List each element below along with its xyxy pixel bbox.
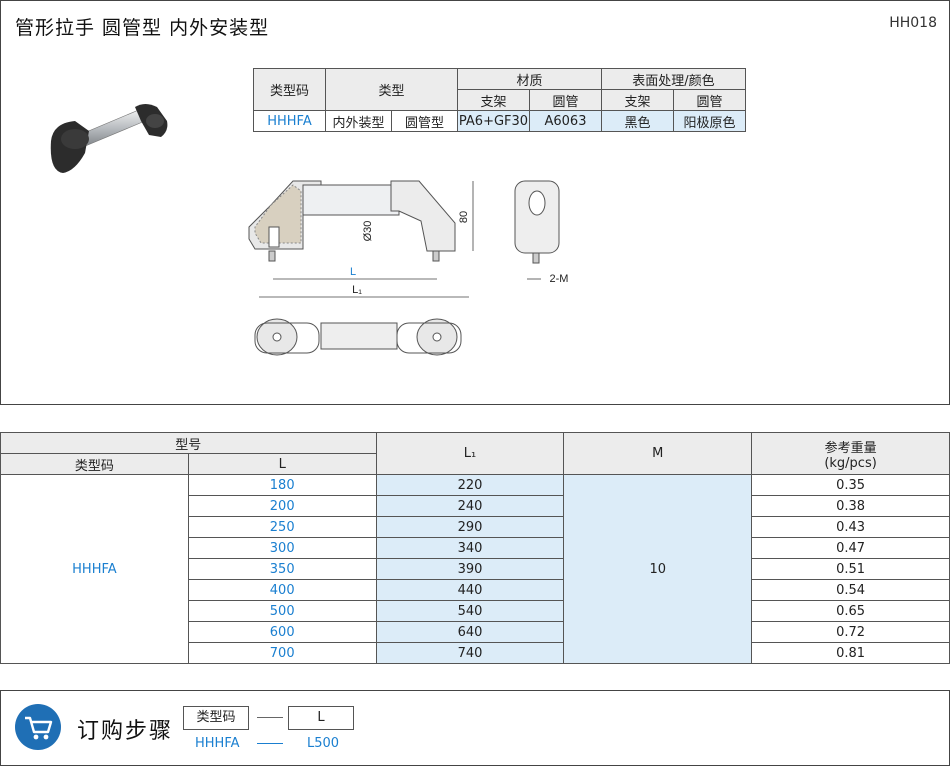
- cell-weight: 0.81: [751, 642, 950, 664]
- header-L: L: [187, 453, 377, 475]
- cell-type-code: HHHFA: [0, 474, 189, 664]
- cell-L: 300: [187, 537, 377, 559]
- order-title: 订购步骤: [77, 719, 174, 744]
- header-type-code: 类型码: [0, 453, 189, 475]
- spec-mat-bracket: PA6+GF30: [457, 110, 530, 132]
- cell-L: 700: [187, 642, 377, 664]
- spec-mat-tube: A6063: [529, 110, 602, 132]
- cell-weight: 0.54: [751, 579, 950, 601]
- cell-L1: 440: [375, 579, 565, 601]
- header-model: 型号: [0, 432, 377, 454]
- header-M: M: [563, 432, 753, 475]
- cell-L1: 340: [375, 537, 565, 559]
- cell-weight: 0.65: [751, 600, 950, 622]
- dim-thread: 2-M: [550, 273, 569, 285]
- order-box-L: L: [288, 706, 354, 730]
- cell-weight: 0.72: [751, 621, 950, 643]
- cell-L1: 390: [375, 558, 565, 580]
- cell-L1: 740: [375, 642, 565, 664]
- dim-height: 80: [458, 211, 470, 223]
- cell-L: 500: [187, 600, 377, 622]
- spec-header-surf-bracket: 支架: [601, 89, 674, 111]
- header-L1: L₁: [375, 432, 565, 475]
- order-example-separator: [257, 743, 283, 744]
- spec-surf-bracket: 黑色: [601, 110, 674, 132]
- order-steps-panel: 订购步骤 类型码 L HHHFA L500: [0, 690, 950, 766]
- spec-type-a: 内外装型: [325, 110, 392, 132]
- spec-header-type: 类型: [325, 68, 458, 111]
- spec-type-code: HHHFA: [253, 110, 326, 132]
- header-weight: 参考重量 (kg/pcs): [751, 432, 950, 475]
- order-example-L: L500: [307, 736, 340, 751]
- spec-header-type-code: 类型码: [253, 68, 326, 111]
- order-separator: [257, 717, 283, 718]
- cell-weight: 0.47: [751, 537, 950, 559]
- dim-diameter: Ø30: [362, 221, 374, 242]
- cell-L1: 220: [375, 474, 565, 496]
- cell-weight: 0.43: [751, 516, 950, 538]
- cell-L1: 540: [375, 600, 565, 622]
- spec-table: 类型码 类型 材质 表面处理/颜色 支架 圆管 支架 圆管 HHHFA 内外装型…: [253, 68, 746, 132]
- dim-L: L: [350, 266, 356, 278]
- cell-L: 200: [187, 495, 377, 517]
- cell-L1: 640: [375, 621, 565, 643]
- product-photo: [50, 104, 168, 173]
- cell-L1: 240: [375, 495, 565, 517]
- cell-L1: 290: [375, 516, 565, 538]
- order-box-type-code: 类型码: [183, 706, 249, 730]
- cell-L: 400: [187, 579, 377, 601]
- order-example-type-code: HHHFA: [195, 736, 240, 751]
- cell-M: 10: [563, 474, 753, 664]
- spec-header-surf-tube: 圆管: [673, 89, 746, 111]
- spec-header-material: 材质: [457, 68, 602, 90]
- cell-L: 350: [187, 558, 377, 580]
- spec-header-mat-bracket: 支架: [457, 89, 530, 111]
- dim-L1: L₁: [352, 284, 362, 296]
- cell-L: 250: [187, 516, 377, 538]
- spec-surf-tube: 阳极原色: [673, 110, 746, 132]
- product-code: HH018: [889, 15, 937, 31]
- cell-L: 600: [187, 621, 377, 643]
- cell-weight: 0.38: [751, 495, 950, 517]
- cart-icon: [15, 704, 61, 750]
- page-title: 管形拉手 圆管型 内外安装型: [15, 17, 270, 39]
- technical-drawing: L L₁ 80 Ø30 2-M: [248, 180, 569, 356]
- spec-type-b: 圆管型: [391, 110, 458, 132]
- spec-header-surface: 表面处理/颜色: [601, 68, 746, 90]
- spec-header-mat-tube: 圆管: [529, 89, 602, 111]
- cell-weight: 0.35: [751, 474, 950, 496]
- product-header-panel: 管形拉手 圆管型 内外安装型 HH018 类型码 类型 材质 表面处理/颜色 支…: [0, 0, 950, 405]
- cell-weight: 0.51: [751, 558, 950, 580]
- cell-L: 180: [187, 474, 377, 496]
